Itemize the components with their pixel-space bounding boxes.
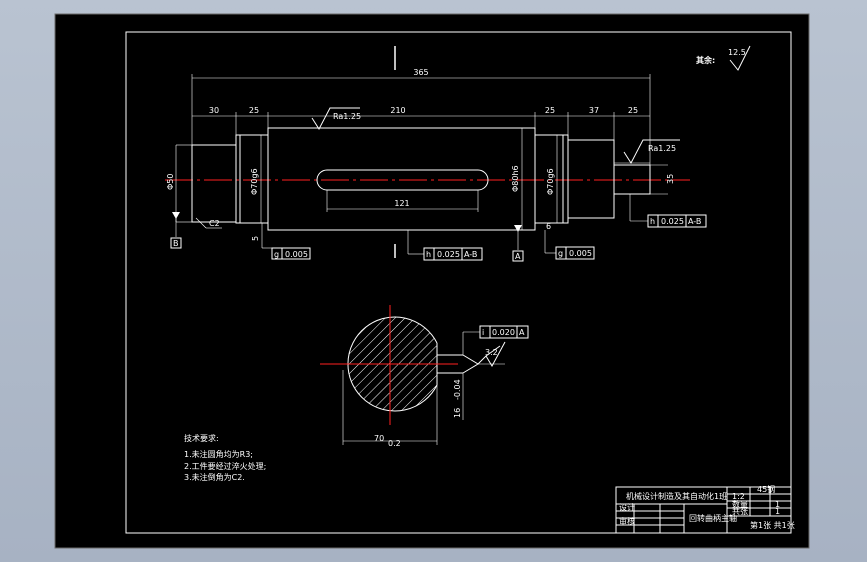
svg-text:g: g <box>558 249 563 258</box>
drawing-border <box>125 31 792 534</box>
svg-text:B: B <box>173 239 179 248</box>
svg-text:A: A <box>515 252 521 261</box>
section-view: 3.2 70 0.2 16 -0.04 i 0.020 A <box>320 305 529 448</box>
svg-text:A: A <box>519 328 525 337</box>
svg-text:45钢: 45钢 <box>757 484 775 494</box>
svg-text:0.2: 0.2 <box>388 439 401 448</box>
svg-text:机械设计制造及其自动化1班: 机械设计制造及其自动化1班 <box>626 491 727 501</box>
svg-text:Φ70g6: Φ70g6 <box>250 168 259 195</box>
svg-text:数量: 数量 <box>732 499 748 509</box>
tolerance-frame-right-end: h 0.025 A-B <box>629 194 707 228</box>
svg-text:0.005: 0.005 <box>285 250 308 259</box>
svg-text:1.未注圆角均为R3;: 1.未注圆角均为R3; <box>184 449 253 459</box>
svg-text:其余:: 其余: <box>696 55 715 65</box>
tolerance-frame-right: g 0.005 <box>544 230 595 260</box>
svg-text:h: h <box>650 217 655 226</box>
right-gap-dimension: 6 <box>546 222 551 231</box>
svg-text:Ra1.25: Ra1.25 <box>648 144 676 153</box>
drawing-sheet <box>54 13 810 549</box>
svg-text:i: i <box>482 328 484 337</box>
svg-text:3.2: 3.2 <box>485 348 498 357</box>
svg-text:Ra1.25: Ra1.25 <box>333 112 361 121</box>
roughness-symbol-right: Ra1.25 <box>614 139 680 164</box>
svg-text:A-B: A-B <box>464 250 477 259</box>
svg-text:1: 1 <box>775 500 780 509</box>
svg-text:12.5: 12.5 <box>728 48 746 57</box>
svg-text:回转曲柄主轴: 回转曲柄主轴 <box>689 513 737 523</box>
diameter-labels: Φ50 Φ70g6 Φ80h6 Φ70g6 35 <box>166 128 675 230</box>
svg-text:1:2: 1:2 <box>732 492 745 501</box>
svg-text:1: 1 <box>775 507 780 516</box>
svg-text:0.005: 0.005 <box>569 249 592 258</box>
svg-text:技术要求:: 技术要求: <box>184 433 219 443</box>
svg-text:0.025: 0.025 <box>437 250 460 259</box>
chamfer-callout: C2 <box>195 217 222 229</box>
svg-text:2.工件要经过淬火处理;: 2.工件要经过淬火处理; <box>184 461 266 471</box>
technical-requirements: 技术要求: 1.未注圆角均为R3; 2.工件要经过淬火处理; 3.未注倒角为C2… <box>184 433 266 482</box>
svg-text:37: 37 <box>589 106 599 115</box>
keyway-length-dimension: 121 <box>326 190 479 212</box>
svg-text:3.未注倒角为C2.: 3.未注倒角为C2. <box>184 472 245 482</box>
surface-roughness-note: 其余: 12.5 <box>696 45 751 71</box>
svg-text:0.020: 0.020 <box>492 328 515 337</box>
svg-text:35: 35 <box>666 174 675 184</box>
svg-text:0.025: 0.025 <box>661 217 684 226</box>
datum-a: A <box>512 225 524 262</box>
svg-text:共张: 共张 <box>732 507 748 516</box>
datum-b: B <box>170 212 182 249</box>
svg-text:-0.04: -0.04 <box>453 379 462 400</box>
svg-text:30: 30 <box>209 106 219 115</box>
title-block: 机械设计制造及其自动化1班 回转曲柄主轴 设计 审核 45钢 1:2 数量 1 … <box>615 484 795 534</box>
svg-text:第1张 共1张: 第1张 共1张 <box>750 520 795 530</box>
svg-text:25: 25 <box>628 106 638 115</box>
overall-length-dimension: 365 <box>191 68 651 165</box>
svg-text:Φ50: Φ50 <box>166 174 175 190</box>
svg-text:Φ70g6: Φ70g6 <box>546 168 555 195</box>
svg-text:审核: 审核 <box>619 516 635 526</box>
svg-text:g: g <box>274 250 279 259</box>
svg-text:设计: 设计 <box>619 502 635 512</box>
svg-text:25: 25 <box>545 106 555 115</box>
svg-text:365: 365 <box>413 68 428 77</box>
svg-text:16: 16 <box>453 408 462 418</box>
tolerance-frame-mid: h 0.025 A-B <box>407 230 483 261</box>
svg-text:A-B: A-B <box>688 217 701 226</box>
svg-text:25: 25 <box>249 106 259 115</box>
svg-text:70: 70 <box>374 434 384 443</box>
svg-text:210: 210 <box>390 106 405 115</box>
segment-dimensions: 30 25 210 25 37 25 <box>192 106 650 140</box>
left-gap-dimension: 5 <box>251 236 260 241</box>
tolerance-frame-left: g 0.005 <box>261 223 311 260</box>
svg-text:121: 121 <box>394 199 409 208</box>
roughness-symbol-top: Ra1.25 <box>311 107 361 130</box>
svg-text:Φ80h6: Φ80h6 <box>511 165 520 192</box>
svg-text:h: h <box>426 250 431 259</box>
svg-text:C2: C2 <box>209 219 220 228</box>
